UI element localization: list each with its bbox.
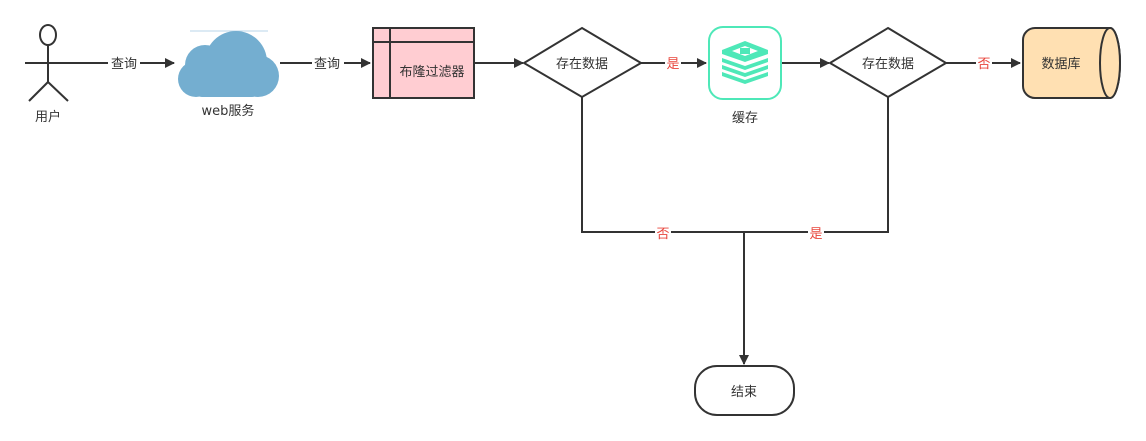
node-bloom-label: 布隆过滤器 — [399, 65, 464, 80]
cloud-icon — [178, 31, 279, 97]
edge-label-query-1: 查询 — [111, 57, 137, 72]
edge-label-query-2: 查询 — [314, 57, 340, 72]
node-user[interactable]: 用户 — [25, 24, 72, 125]
edge-decision1-end[interactable]: 否 — [581, 97, 744, 242]
edge-decision2-database[interactable]: 否 — [946, 55, 1021, 72]
node-database[interactable]: 数据库 — [1022, 27, 1121, 99]
node-decision-2[interactable]: 存在数据 — [828, 26, 948, 99]
edge-label-no-2: 否 — [656, 227, 669, 242]
node-bloom-filter[interactable]: 布隆过滤器 — [372, 27, 475, 99]
edge-label-yes-2: 是 — [809, 227, 822, 242]
edge-user-web[interactable]: 查询 — [25, 54, 175, 72]
node-decision-1[interactable]: 存在数据 — [522, 26, 643, 99]
edge-web-bloom[interactable]: 查询 — [280, 54, 371, 72]
node-cache-label: 缓存 — [732, 111, 758, 126]
node-cache[interactable]: 缓存 — [708, 26, 782, 126]
node-decision2-label: 存在数据 — [862, 57, 914, 72]
node-web-label: web服务 — [202, 103, 255, 119]
node-user-label: 用户 — [35, 109, 61, 125]
edge-decision2-end[interactable]: 是 — [744, 97, 889, 242]
node-web-service[interactable]: web服务 — [178, 30, 279, 119]
user-actor-icon — [25, 24, 72, 102]
edge-decision1-cache[interactable]: 是 — [641, 55, 707, 72]
cache-stack-icon — [722, 41, 768, 84]
node-end[interactable]: 结束 — [694, 365, 795, 416]
edge-label-no-1: 否 — [977, 57, 990, 72]
node-database-label: 数据库 — [1041, 56, 1080, 72]
node-end-label: 结束 — [731, 385, 757, 400]
edge-label-yes-1: 是 — [666, 57, 679, 72]
node-decision1-label: 存在数据 — [556, 57, 608, 72]
